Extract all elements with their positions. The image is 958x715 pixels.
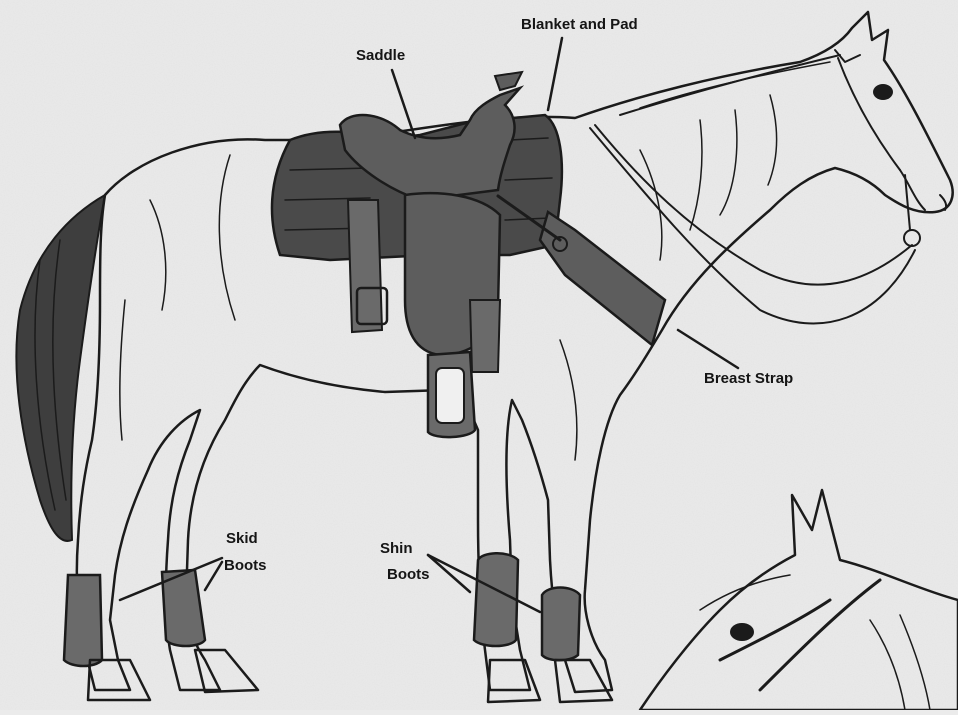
label-shin-boots: Boots [387,566,430,584]
label-shin: Shin [380,540,413,558]
label-saddle: Saddle [356,47,405,65]
label-blanket-and-pad: Blanket and Pad [521,16,638,34]
label-breast-strap: Breast Strap [704,370,793,388]
label-skid-boots: Boots [224,557,267,575]
label-skid: Skid [226,530,258,548]
